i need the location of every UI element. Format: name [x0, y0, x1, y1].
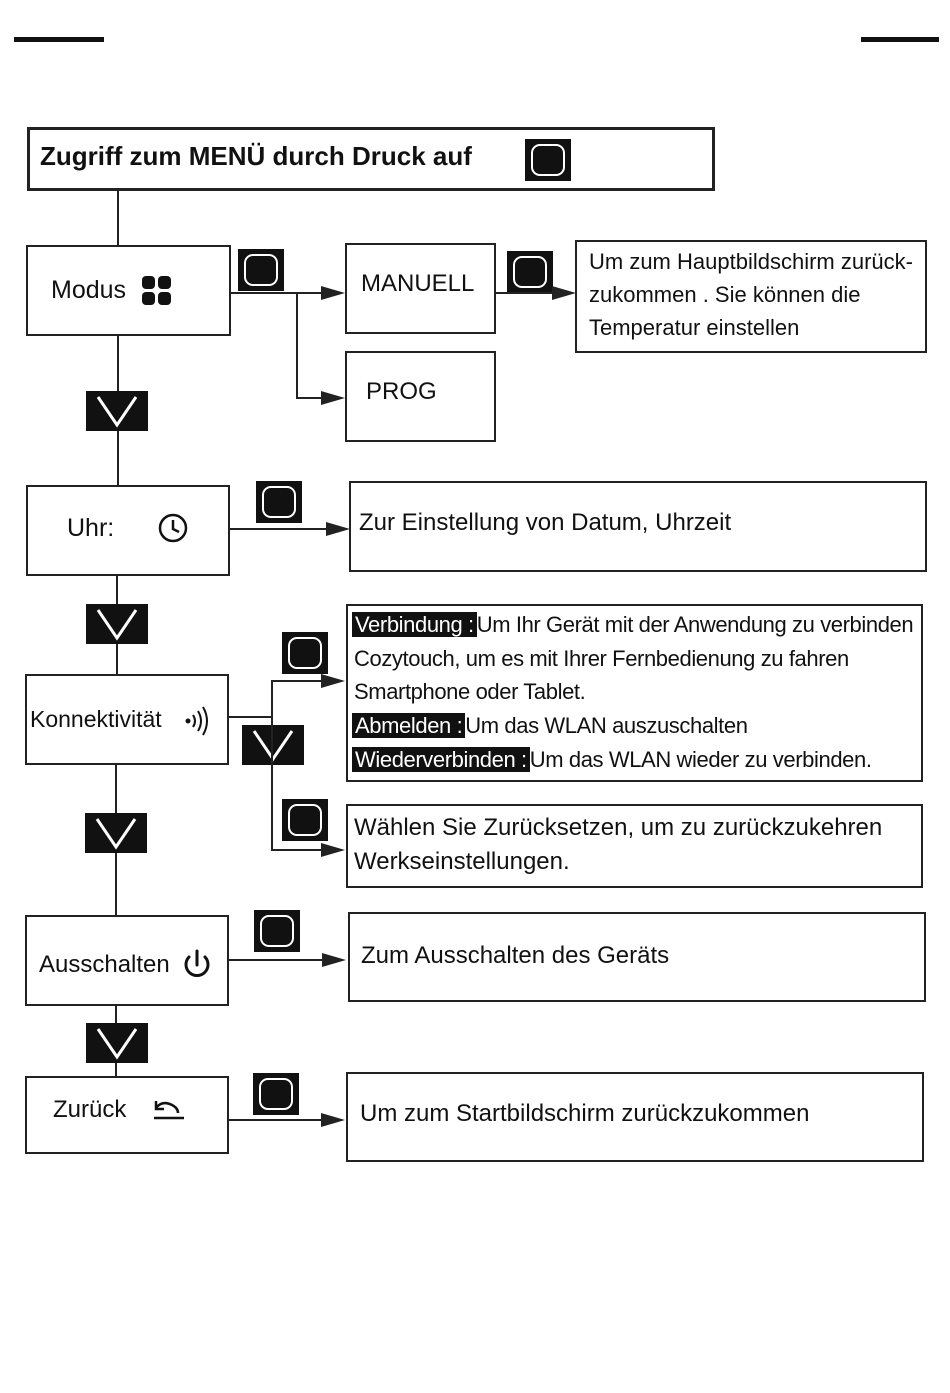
menu-header-box	[27, 127, 715, 191]
text-verbindung: Um Ihr Gerät mit der Anwendung zu verbin…	[476, 612, 914, 637]
menu-item-zurueck-label: Zurück	[53, 1096, 127, 1123]
mode-option-prog[interactable]	[345, 351, 496, 442]
description-manuell-line: Temperatur einstellen	[589, 315, 800, 340]
arrow-head	[326, 522, 350, 536]
four-squares-icon	[142, 276, 171, 305]
down-arrow-icon	[86, 391, 148, 431]
menu-item-uhr[interactable]	[26, 485, 230, 576]
connector-line	[496, 292, 554, 294]
arrow-head	[321, 1113, 345, 1127]
arrow-head	[321, 286, 345, 300]
arrow-head	[552, 286, 576, 300]
description-verbindung-line: Cozytouch, um es mit Ihrer Fernbedienung…	[354, 646, 849, 671]
ok-button-icon	[238, 249, 284, 291]
ok-button-icon	[256, 481, 302, 523]
description-wiederverbinden: Wiederverbinden :Um das WLAN wieder zu v…	[352, 743, 872, 776]
connector-line	[229, 716, 272, 718]
text-wiederverbinden: Um das WLAN wieder zu verbinden.	[529, 747, 872, 772]
mode-option-prog-label: PROG	[366, 378, 437, 405]
menu-item-zurueck[interactable]	[25, 1076, 229, 1154]
label-abmelden: Abmelden :	[352, 713, 466, 738]
menu-item-ausschalten[interactable]	[25, 915, 229, 1006]
description-verbindung-line: Smartphone oder Tablet.	[354, 679, 586, 704]
ok-button-icon	[525, 139, 571, 181]
down-arrow-icon	[86, 604, 148, 644]
label-verbindung: Verbindung :	[352, 612, 477, 637]
ok-button-icon	[253, 1073, 299, 1115]
down-arrow-icon	[85, 813, 147, 853]
ok-button-icon	[507, 251, 553, 293]
return-arrow-icon	[154, 1101, 184, 1120]
menu-item-ausschalten-label: Ausschalten	[39, 951, 170, 978]
description-ausschalten	[348, 912, 926, 1002]
description-manuell	[575, 240, 927, 353]
arrow-head	[322, 953, 346, 967]
arrow-head	[321, 674, 345, 688]
connector-line	[271, 680, 323, 682]
description-ausschalten-text: Zum Ausschalten des Geräts	[361, 942, 670, 969]
ok-button-icon	[282, 632, 328, 674]
mode-option-manuell[interactable]	[345, 243, 496, 334]
down-arrow-icon	[86, 1023, 148, 1063]
menu-item-modus-label: Modus	[51, 276, 127, 304]
text-abmelden: Um das WLAN auszuschalten	[465, 713, 748, 738]
label-wiederverbinden: Wiederverbinden :	[352, 747, 530, 772]
ok-button-icon	[282, 799, 328, 841]
connector-line	[296, 292, 298, 399]
wireless-icon	[185, 706, 208, 736]
power-icon	[184, 949, 210, 977]
description-manuell-line: zukommen . Sie können die	[589, 282, 861, 307]
description-reset	[346, 804, 923, 888]
description-uhr	[349, 481, 927, 572]
description-zurueck	[346, 1072, 924, 1162]
arrow-head	[321, 843, 345, 857]
arrow-head	[321, 391, 345, 405]
connector-line	[230, 528, 328, 530]
connector-line	[231, 292, 323, 294]
connector-line	[117, 191, 119, 245]
description-reset-line: Wählen Sie Zurücksetzen, um zu zurückzuk…	[354, 814, 883, 841]
menu-item-modus[interactable]	[26, 245, 231, 336]
connector-line	[271, 849, 323, 851]
connector-line	[296, 397, 323, 399]
description-verbindung: Verbindung :Um Ihr Gerät mit der Anwendu…	[352, 608, 914, 641]
menu-item-uhr-label: Uhr:	[67, 514, 115, 542]
clock-icon	[158, 513, 188, 543]
ok-button-icon	[254, 910, 300, 952]
top-left-rule	[14, 37, 104, 42]
description-reset-line: Werkseinstellungen.	[354, 848, 570, 875]
down-arrow-icon	[242, 725, 304, 765]
description-uhr-text: Zur Einstellung von Datum, Uhrzeit	[359, 509, 732, 536]
connector-line	[229, 959, 324, 961]
menu-item-konnektivitaet-label: Konnektivität	[30, 706, 162, 732]
menu-header-title: Zugriff zum MENÜ durch Druck auf	[40, 141, 472, 171]
description-manuell-line: Um zum Hauptbildschirm zurück-	[589, 249, 913, 274]
top-right-rule	[861, 37, 939, 42]
description-abmelden: Abmelden :Um das WLAN auszuschalten	[352, 709, 748, 742]
description-zurueck-text: Um zum Startbildschirm zurückzukommen	[360, 1100, 810, 1127]
connector-line	[229, 1119, 323, 1121]
mode-option-manuell-label: MANUELL	[361, 270, 475, 297]
connector-line	[271, 680, 273, 851]
